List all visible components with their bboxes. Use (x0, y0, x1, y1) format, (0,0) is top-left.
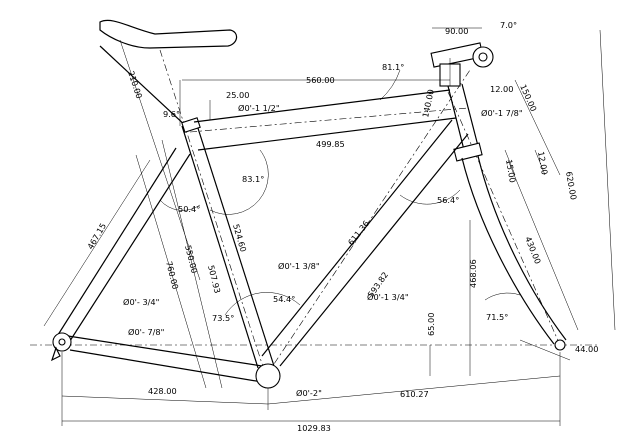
chain-stay-edge-b (69, 349, 263, 383)
saddle (99, 19, 238, 129)
label-fork-total: 620.00 (564, 171, 579, 201)
dim-rake (519, 339, 571, 361)
label-tt-diam: Ø0'-1 1/2" (238, 103, 280, 113)
dim-st-overall (135, 154, 207, 389)
saddle-shape (99, 19, 238, 49)
arc-st-tt (209, 149, 269, 215)
label-ht-dt-angle: 56.4° (437, 195, 459, 205)
dim-chainstay (61, 395, 269, 405)
label-st-setback-angle: 9.6° (163, 109, 180, 119)
seat-tube-edge-left (181, 125, 259, 369)
label-bb-dt-angle: 54.4° (273, 294, 295, 304)
label-wheelbase: 1029.83 (297, 423, 331, 433)
label-st-diam: Ø0'-1 3/8" (278, 261, 320, 271)
top-tube-edge-top (193, 89, 451, 123)
head-tube-edge-right (461, 83, 479, 147)
label-fork-rake: 44.00 (575, 344, 598, 354)
label-st-overall: 760.00 (164, 260, 181, 290)
fork-blade-right (477, 155, 567, 341)
label-crown2: 12.00 (536, 151, 550, 176)
seat-tube-centerline (159, 49, 267, 377)
label-st-c-t: 550.00 (183, 244, 200, 274)
label-chainstay: 428.00 (148, 386, 177, 396)
seat-stay-edge-a (55, 147, 177, 339)
label-cs-diam: Ø0'- 7/8" (128, 327, 164, 337)
label-ht-length: 140.00 (420, 88, 436, 118)
top-tube-centerline (189, 107, 469, 133)
arc-seat-angle (224, 292, 301, 316)
rear-triangle (50, 147, 263, 383)
label-stem-offset: 12.00 (490, 84, 513, 94)
dim-spacer (514, 79, 561, 176)
label-fork-len: 430.00 (523, 235, 543, 265)
label-top-tube-eff: 560.00 (306, 75, 335, 85)
dropout-tab (50, 346, 61, 362)
label-head-angle-top: 81.1° (382, 62, 404, 72)
seat-stay-edge-b (67, 153, 191, 345)
arc-head-angle (484, 292, 521, 301)
label-ht-offset: 25.00 (226, 90, 249, 100)
dim-seatstay (43, 159, 151, 327)
centerlines (30, 49, 600, 377)
label-bb-drop: 65.00 (426, 313, 436, 336)
dimension-lines (43, 27, 616, 426)
label-dt-diam: Ø0'-1 3/4" (367, 292, 409, 302)
label-bb-diam: Ø0'-2" (296, 388, 322, 398)
fork (461, 155, 567, 351)
down-tube-edge-left (261, 119, 453, 357)
label-seatstay-angle: 50.4° (178, 204, 200, 214)
down-tube-edge-right (279, 133, 469, 367)
fork-crown (453, 142, 483, 162)
arc-ht-dt (399, 189, 461, 205)
label-front-center: 610.27 (400, 389, 429, 399)
label-st-len: 524.60 (231, 223, 249, 253)
steer-axis-centerline (447, 91, 561, 346)
label-stem-length: 90.00 (445, 26, 468, 36)
stem (430, 42, 494, 87)
label-ss-diam: Ø0'- 3/4" (123, 297, 159, 307)
dim-crown (504, 149, 516, 176)
top-tube-edge-bottom (197, 117, 457, 151)
label-stack: 468.06 (468, 259, 478, 288)
label-seat-angle: 73.5° (212, 313, 234, 323)
dim-fork-total (599, 29, 616, 331)
handlebar-inner (478, 52, 488, 62)
rear-axle (58, 338, 66, 346)
saddle-guide-line (99, 45, 189, 129)
label-dt-len: 611.36 (346, 218, 372, 247)
dim-fork-length (507, 159, 579, 331)
dim-crown2 (534, 149, 546, 176)
dimension-labels: 90.00 7.0° 210.00 560.00 81.1° 12.00 150… (85, 20, 598, 433)
chain-stay-edge-a (67, 335, 263, 367)
fork-blade-left (461, 157, 555, 345)
down-tube (261, 119, 469, 367)
head-tube-edge-left (447, 85, 465, 151)
label-ht-diam: Ø0'-1 7/8" (481, 108, 523, 118)
top-tube (193, 89, 457, 151)
label-seatstay-len: 467.15 (85, 221, 108, 251)
label-st-tt-angle: 83.1° (242, 174, 264, 184)
arc-head-top (379, 69, 401, 101)
dim-setback (119, 39, 201, 281)
label-head-angle: 71.5° (486, 312, 508, 322)
label-tt-length: 499.85 (316, 139, 345, 149)
label-crown: 15.00 (504, 159, 518, 184)
dim-front-center (267, 375, 561, 405)
arc-seatstay (159, 199, 201, 211)
dim-st-ct (161, 139, 223, 389)
front-dropout (554, 339, 566, 351)
seat-cluster (181, 117, 201, 133)
seat-tube (181, 117, 275, 369)
label-stem-angle: 7.0° (500, 20, 517, 30)
label-st-c-c: 507.93 (206, 264, 223, 294)
head-tube (447, 83, 483, 162)
seat-tube-edge-right (195, 121, 275, 367)
bottom-bracket-shell (255, 363, 281, 389)
